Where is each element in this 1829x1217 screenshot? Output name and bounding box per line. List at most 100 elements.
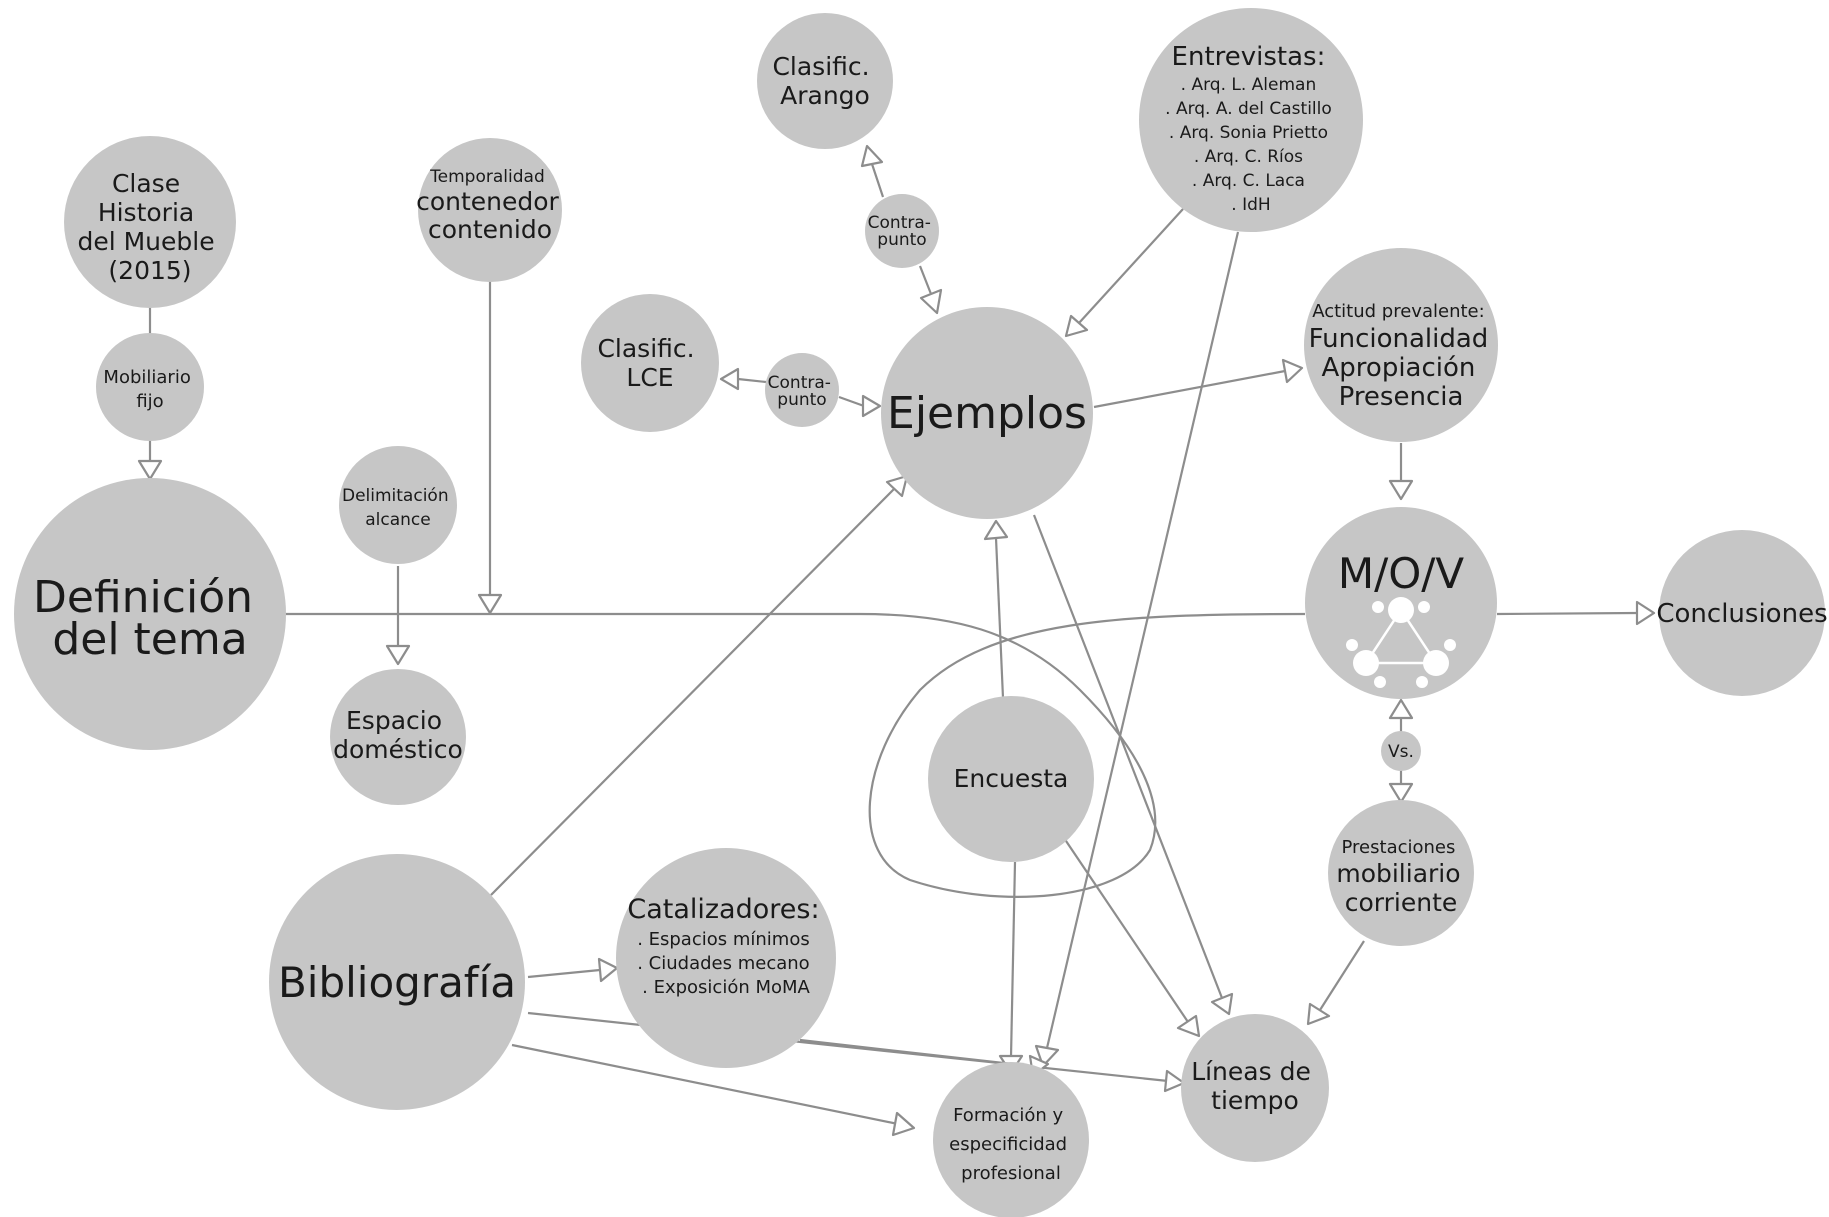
node-clasific-arango-line-2: Arango <box>780 81 870 110</box>
edge-encuesta-ejemplos <box>994 537 1005 699</box>
node-clase-line-4: (2015) <box>108 256 191 285</box>
edge-definicion-mov <box>284 612 1306 898</box>
edge-encuesta-lineas <box>1063 837 1189 1023</box>
node-espacio[interactable]: Espacio doméstico <box>330 669 466 805</box>
node-entrevistas-line-3: . Arq. A. del Castillo <box>1165 99 1332 119</box>
node-actitud[interactable]: Actitud prevalente: Funcionalidad Apropi… <box>1304 248 1498 442</box>
svg-text:Ejemplos: Ejemplos <box>887 388 1087 439</box>
svg-text:Espacio doméstico: Espacio doméstico <box>333 706 463 764</box>
node-formacion[interactable]: Formación y especificidad profesional <box>933 1062 1089 1217</box>
node-definicion[interactable]: Definición del tema <box>14 478 286 750</box>
arrowhead <box>1281 358 1304 384</box>
arrowhead <box>1210 992 1234 1016</box>
edge-contrapunto-lce <box>737 377 767 384</box>
node-clase-line-1: Clase <box>112 169 180 198</box>
node-actitud-line-3: Apropiación <box>1322 353 1476 383</box>
arrowhead <box>1163 1069 1186 1093</box>
node-entrevistas-circle <box>1139 8 1363 232</box>
node-ejemplos[interactable]: Ejemplos <box>881 307 1093 519</box>
arrowhead <box>477 593 503 615</box>
svg-text:Clasific. LCE: Clasific. LCE <box>597 334 702 392</box>
node-entrevistas-line-6: . Arq. C. Laca <box>1192 171 1305 191</box>
node-lineas-line-2: tiempo <box>1211 1086 1299 1115</box>
node-formacion-circle <box>933 1062 1089 1217</box>
node-definicion-line-1: Definición <box>33 572 253 623</box>
edge-mov-conclusiones <box>1496 611 1638 616</box>
node-conclusiones-line-1: Conclusiones <box>1656 599 1827 629</box>
node-encuesta-circle <box>928 696 1094 862</box>
node-prestaciones-line-3: corriente <box>1345 888 1458 917</box>
svg-text:Catalizadores: . Espac: Catalizadores: . Espacios mínimos . Ciud… <box>627 894 824 998</box>
node-mov-line-1: M/O/V <box>1338 549 1465 598</box>
node-entrevistas[interactable]: Entrevistas: . Arq. L. Aleman . Arq. A. … <box>1139 8 1363 232</box>
svg-text:Entrevistas: . Arq. L.: Entrevistas: . Arq. L. Aleman . Arq. A. … <box>1165 42 1337 215</box>
arrowhead <box>597 957 619 983</box>
node-bibliografia[interactable]: Bibliografía <box>269 854 525 1110</box>
arrowhead <box>1306 1002 1331 1026</box>
node-lineas-circle <box>1181 1014 1329 1162</box>
node-formacion-line-3: profesional <box>961 1163 1061 1184</box>
svg-text:Líneas de tiempo: Líneas de tiempo <box>1191 1057 1319 1115</box>
node-bibliografia-circle <box>269 854 525 1110</box>
node-mobiliario-fijo[interactable]: Mobiliario fijo <box>96 333 204 441</box>
arrowheads-layer <box>137 144 1656 1137</box>
arrowhead <box>1388 698 1414 720</box>
arrowhead <box>919 288 943 315</box>
node-catalizadores-line-1: Catalizadores: <box>627 894 819 925</box>
node-entrevistas-line-5: . Arq. C. Ríos <box>1194 147 1303 167</box>
node-clasific-arango[interactable]: Clasific. Arango <box>757 13 893 149</box>
node-vs-line-1: Vs. <box>1388 742 1414 762</box>
arrowhead <box>1176 1014 1201 1038</box>
edge-ejemplos-actitud <box>1093 369 1286 409</box>
node-temporalidad-line-3: contenido <box>428 215 552 244</box>
node-catalizadores[interactable]: Catalizadores: . Espacios mínimos . Ciud… <box>616 848 836 1068</box>
node-catalizadores-line-2: . Espacios mínimos <box>637 929 810 950</box>
node-mobiliario-fijo-circle <box>96 333 204 441</box>
node-prestaciones-line-2: mobiliario <box>1336 859 1460 888</box>
node-prestaciones[interactable]: Prestaciones mobiliario corriente <box>1328 800 1474 946</box>
node-vs-circle <box>1381 731 1421 771</box>
node-mobiliario-fijo-line-1: Mobiliario <box>103 367 190 388</box>
svg-text:Prestaciones mobiliari: Prestaciones mobiliario corriente <box>1336 837 1465 917</box>
node-contrapunto-left[interactable]: Contra- punto <box>765 353 839 427</box>
node-delimitacion-line-1: Delimitación <box>342 486 449 506</box>
node-contrapunto-left-circle <box>765 353 839 427</box>
arrowhead <box>1388 479 1414 501</box>
node-clase-circle <box>64 136 236 308</box>
svg-text:M/O/V: M/O/V <box>1338 549 1465 598</box>
edge-bibliografia-lineas <box>527 1011 1169 1083</box>
svg-text:Bibliografía: Bibliografía <box>278 958 516 1007</box>
node-vs[interactable]: Vs. <box>1381 731 1421 771</box>
edge-contrapunto-ejemplos <box>838 395 865 408</box>
node-lineas[interactable]: Líneas de tiempo <box>1181 1014 1329 1162</box>
node-contrapunto-top[interactable]: Contra- punto <box>865 194 939 268</box>
arrowhead <box>983 519 1009 541</box>
node-prestaciones-circle <box>1328 800 1474 946</box>
svg-text:Definición del tema: Definición del tema <box>33 572 267 665</box>
node-clase[interactable]: Clase Historia del Mueble (2015) <box>64 136 236 308</box>
node-conclusiones[interactable]: Conclusiones <box>1656 530 1828 696</box>
node-temporalidad[interactable]: Temporalidad contenedor contenido <box>416 138 564 282</box>
node-contrapunto-top-circle <box>865 194 939 268</box>
edge-contrapunto-ejemplos-top <box>918 265 933 295</box>
node-definicion-circle <box>14 478 286 750</box>
node-contrapunto-top-line-2: punto <box>877 230 926 250</box>
edge-prestaciones-lineas <box>1319 940 1365 1011</box>
edge-bibliografia-formacion <box>511 1043 899 1126</box>
node-catalizadores-circle <box>616 848 836 1068</box>
node-actitud-line-4: Presencia <box>1339 382 1464 412</box>
node-clasific-arango-line-1: Clasific. <box>772 52 869 81</box>
node-encuesta[interactable]: Encuesta <box>928 696 1094 862</box>
node-clasific-arango-circle <box>757 13 893 149</box>
node-delimitacion[interactable]: Delimitación alcance <box>339 446 457 564</box>
arrowhead <box>719 367 740 391</box>
node-mov[interactable]: M/O/V <box>1305 507 1497 699</box>
node-prestaciones-line-1: Prestaciones <box>1342 837 1456 858</box>
node-temporalidad-line-2: contenedor <box>416 187 559 216</box>
svg-text:Formación y especifici: Formación y especificidad profesional <box>949 1105 1073 1184</box>
node-clasific-lce[interactable]: Clasific. LCE <box>581 294 719 432</box>
node-mobiliario-fijo-line-2: fijo <box>136 391 163 412</box>
node-ejemplos-circle <box>881 307 1093 519</box>
network-icon <box>1346 597 1456 688</box>
